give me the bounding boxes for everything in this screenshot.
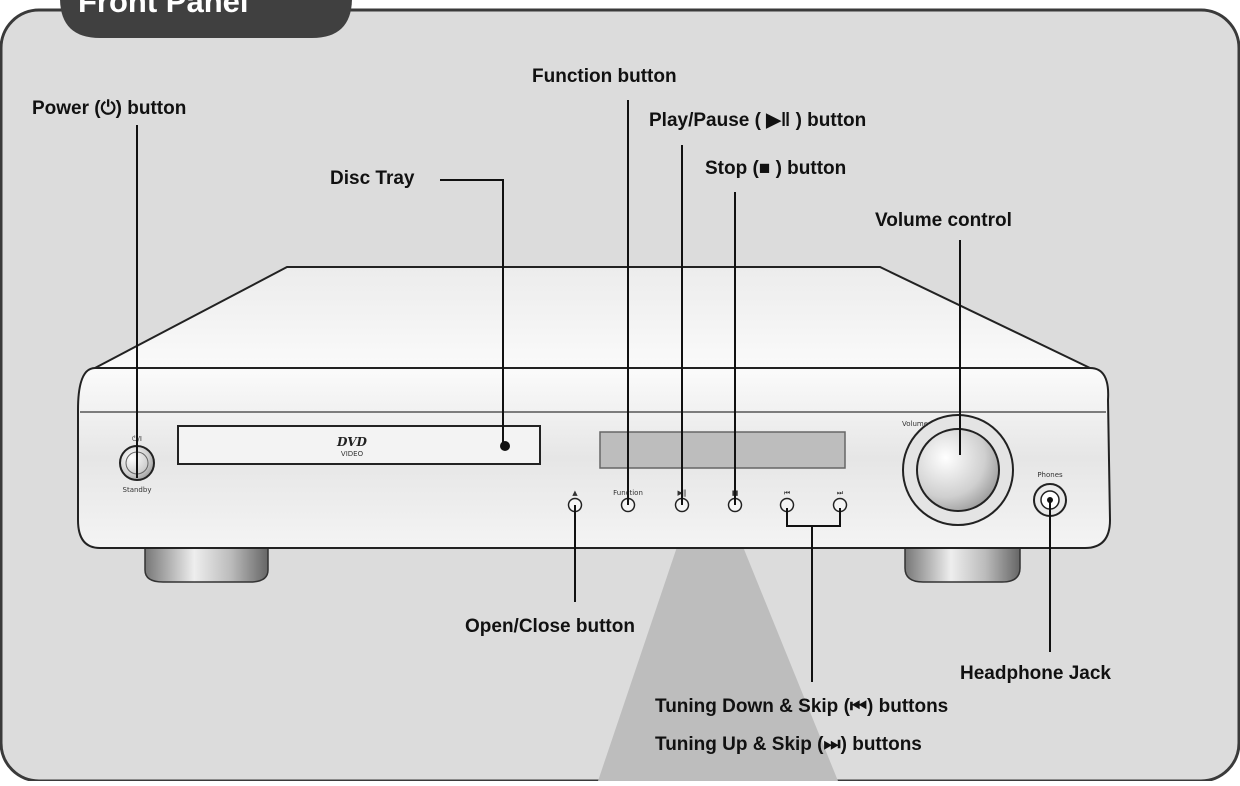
label-play-pause-button: Play/Pause ( ▶‖ ) button (649, 110, 867, 131)
disc-tray-leader (440, 179, 504, 446)
label-tuning-down: Tuning Down & Skip (⏮) buttons (655, 696, 949, 717)
dvd-logo: DVD (336, 435, 368, 449)
volume-knob[interactable] (916, 428, 1000, 512)
label-open-close-button: Open/Close button (465, 616, 635, 637)
display-window (599, 431, 846, 469)
volume-text: Volume (902, 420, 928, 428)
prev-symbol: ⏮ (784, 489, 790, 497)
display-light-beam (598, 458, 838, 781)
leader-lines (136, 100, 1051, 682)
section-tab (60, 0, 352, 38)
next-symbol: ⏭ (837, 489, 844, 497)
label-disc-tray: Disc Tray (330, 168, 415, 189)
label-tuning-up: Tuning Up & Skip (⏭) buttons (655, 734, 922, 755)
dvd-video-text: VIDEO (341, 450, 364, 458)
disc-tray[interactable] (177, 425, 541, 465)
eject-symbol: ▲ (572, 489, 578, 497)
right-foot (904, 539, 1021, 583)
label-volume-control: Volume control (875, 210, 1012, 231)
left-foot (144, 539, 269, 583)
standby-text: Standby (123, 486, 152, 494)
label-power-button: Power (⏻) button (32, 98, 187, 119)
tuning-bracket (786, 508, 841, 527)
label-headphone-jack: Headphone Jack (960, 663, 1111, 684)
label-function-button: Function button (532, 66, 677, 87)
disc-tray-indicator (500, 441, 510, 451)
section-title: Front Panel (78, 0, 249, 19)
phones-text: Phones (1037, 471, 1063, 479)
label-stop-button: Stop (■ ) button (705, 158, 847, 179)
device-front (77, 367, 1112, 549)
